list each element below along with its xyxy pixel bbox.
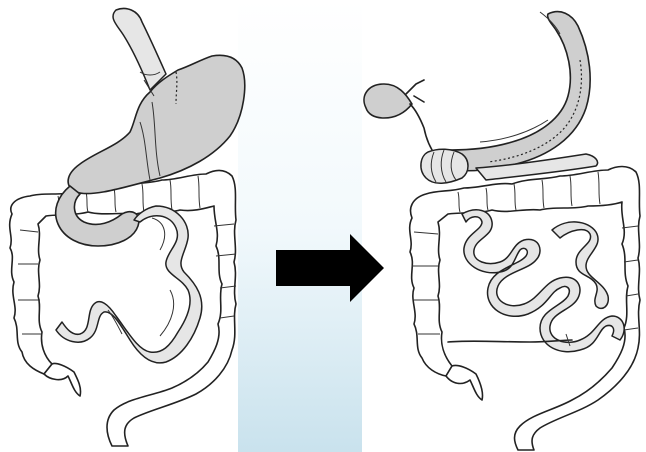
before-illustration: [10, 9, 245, 447]
before-appendix: [44, 363, 81, 396]
after-gastric-sleeve: [450, 12, 590, 171]
after-bile-duct: [406, 80, 436, 156]
before-esophagus: [113, 9, 166, 91]
after-small-intestine-right: [552, 222, 608, 308]
after-gallbladder: [364, 84, 412, 118]
after-appendix: [446, 365, 483, 400]
after-small-intestine: [462, 210, 624, 352]
after-ileum-segment: [448, 340, 572, 342]
right-arrow-icon: [276, 234, 384, 302]
after-sleeve-band: [480, 12, 560, 142]
after-illustration: [364, 12, 640, 450]
